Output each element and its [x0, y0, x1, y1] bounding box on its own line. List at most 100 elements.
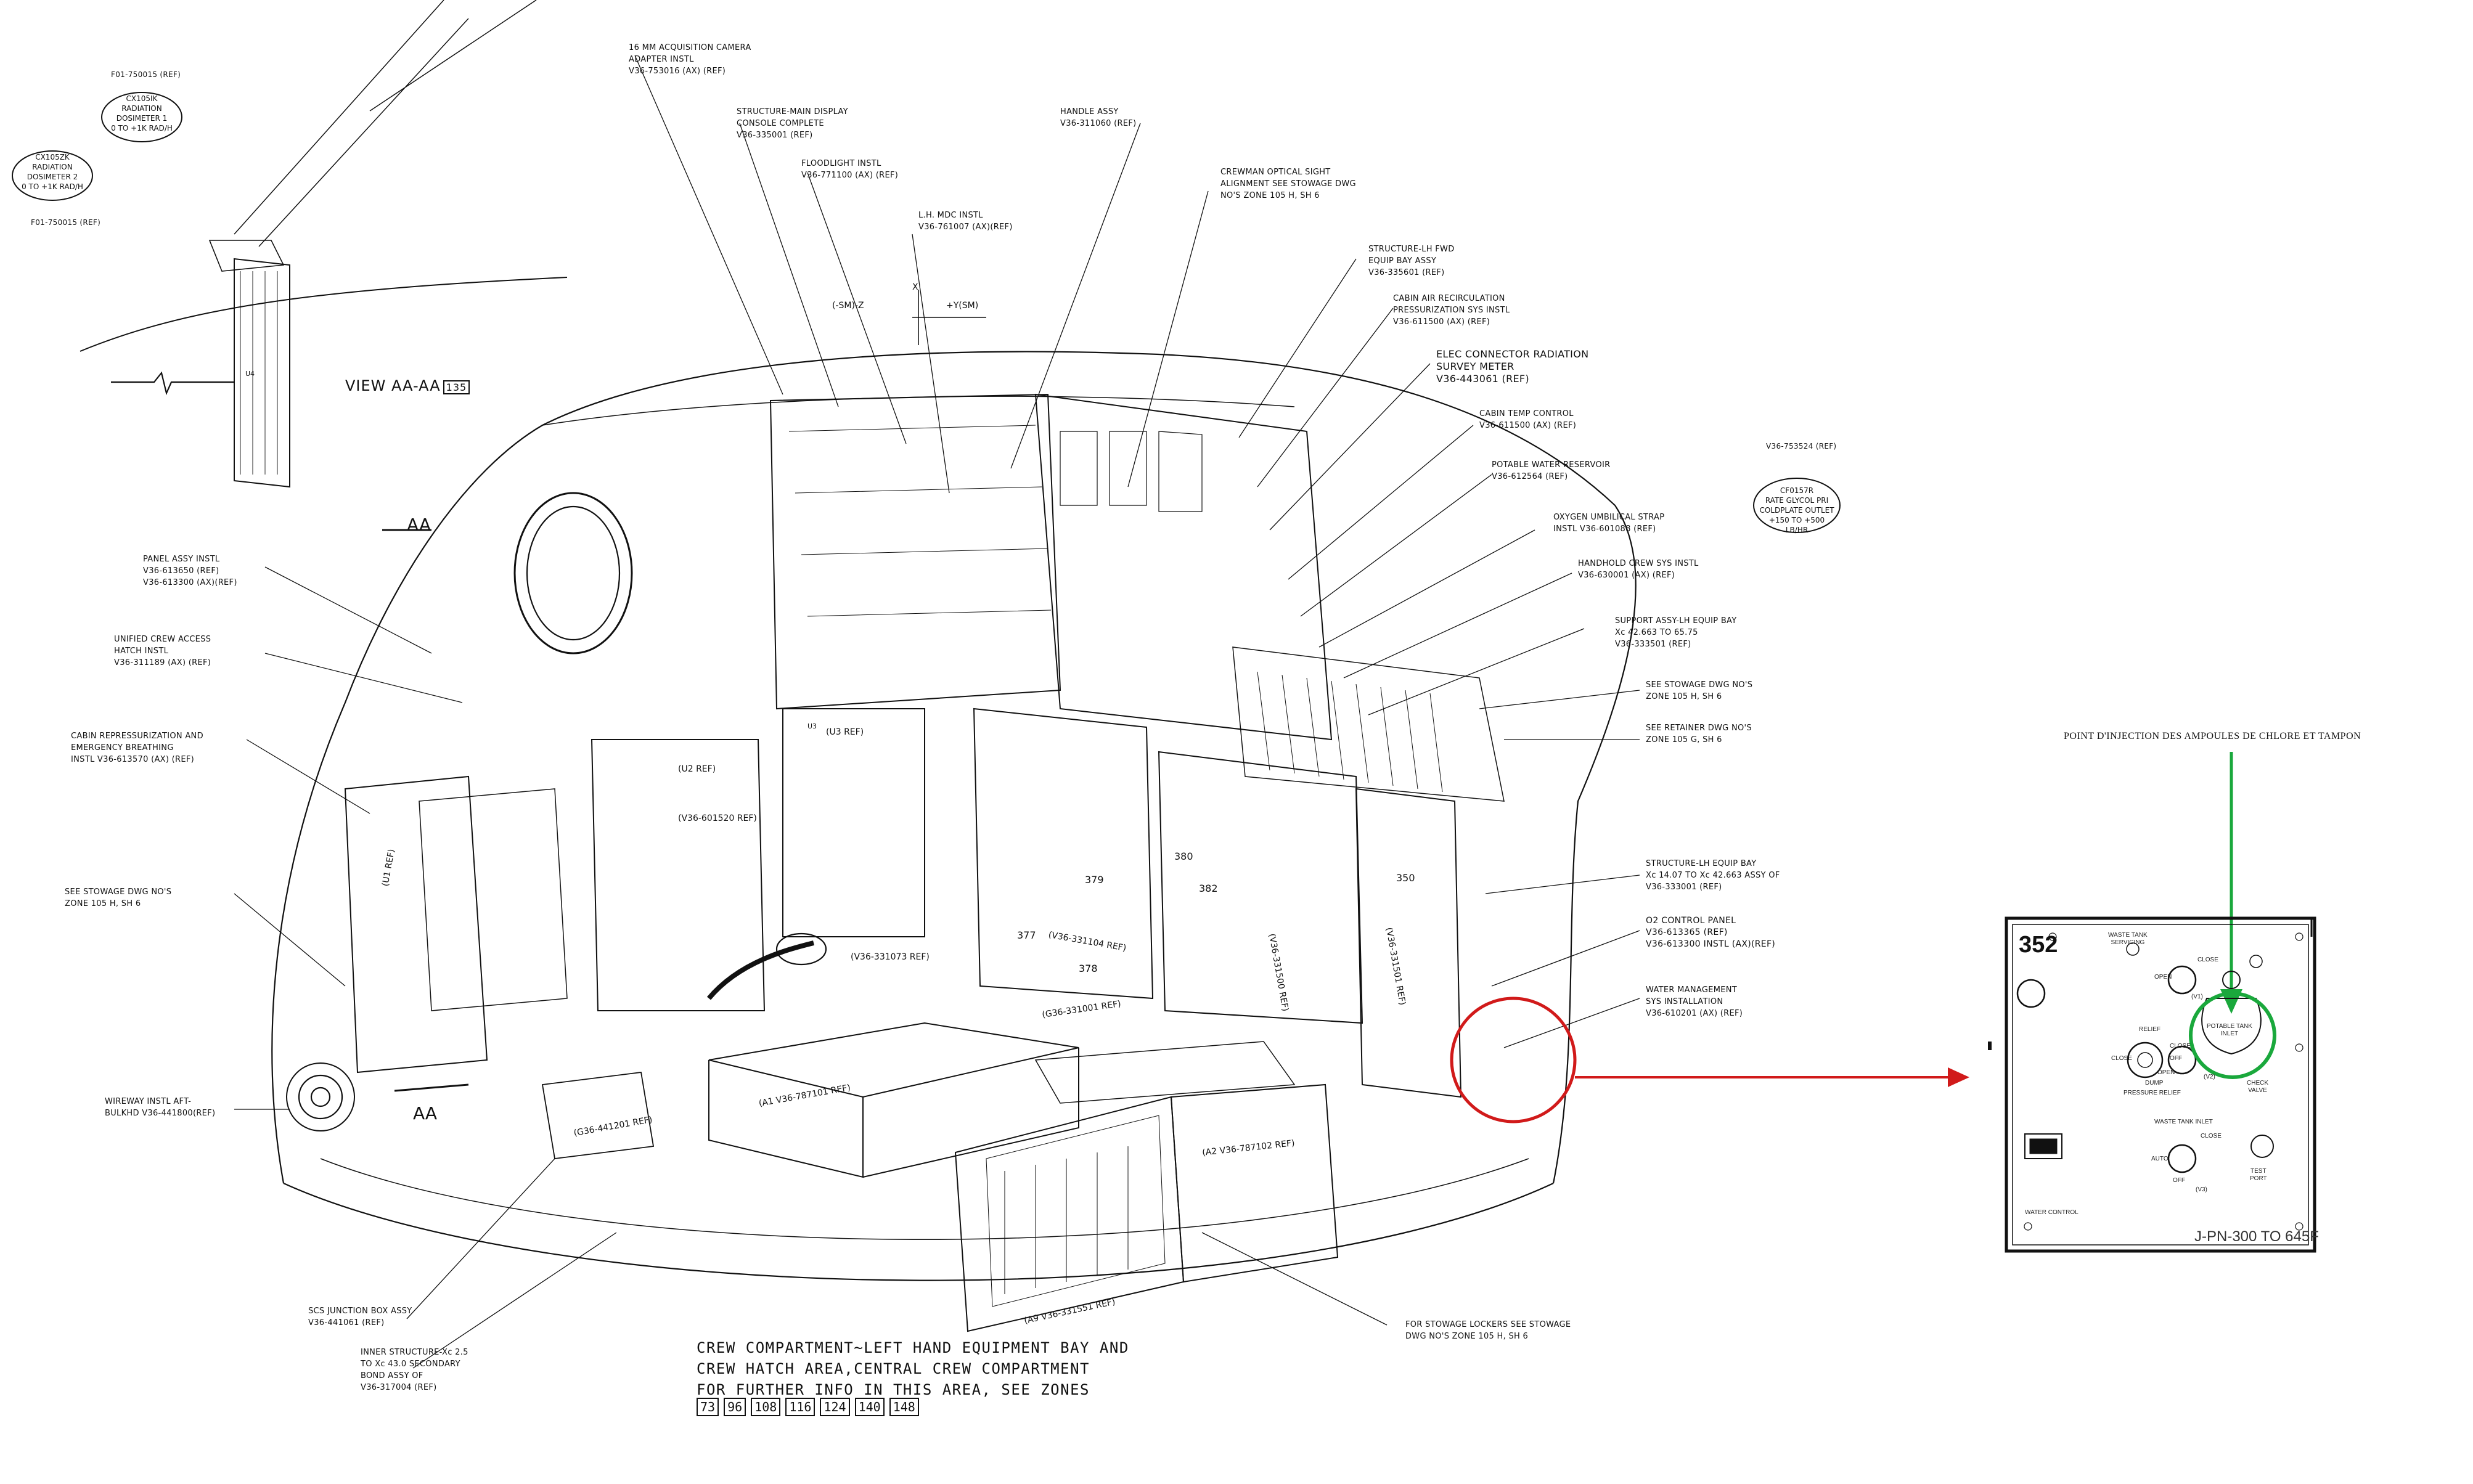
- locker-4: [1355, 788, 1462, 1098]
- panel-potable-tank-inlet: POTABLE TANK INLET: [2207, 1023, 2252, 1037]
- view-aa-section: [80, 277, 568, 352]
- section-marker: AA: [407, 515, 431, 535]
- panel-pressure-relief: PRESSURE RELIEF: [2124, 1090, 2181, 1096]
- highlight-circle: [1450, 997, 1577, 1123]
- red-arrow-head: [1948, 1067, 1969, 1087]
- zone-box: 124: [820, 1398, 850, 1416]
- hatch-window: [513, 492, 633, 654]
- glycol-gauge-ref: V36-753524 (REF): [1766, 442, 1837, 450]
- axis-x: X: [912, 282, 918, 292]
- zone-list: 73 96 108 116 124 140 148: [697, 1398, 919, 1416]
- crew-couch-box-a1: [708, 1022, 1079, 1098]
- panel-v3: (V3): [2196, 1186, 2207, 1193]
- panel-off-2: OFF: [2173, 1177, 2185, 1184]
- tag-u3-ref: (U3 REF): [826, 727, 864, 737]
- label-wireway: WIREWAY INSTL AFT-BULKHD V36-441800(REF): [105, 1097, 216, 1118]
- panel-test-port: TEST PORT: [2250, 1168, 2267, 1182]
- locker-2: [973, 707, 1154, 1000]
- crew-couch-box-a9: [954, 1096, 1185, 1332]
- tag-379: 379: [1085, 874, 1104, 886]
- panel-number: 352: [2019, 932, 2058, 958]
- panel-check-valve: CHECK VALVE: [2247, 1080, 2269, 1094]
- panel-relief: RELIEF: [2139, 1026, 2161, 1033]
- tag-382: 382: [1199, 883, 1218, 894]
- zone-box: 140: [854, 1398, 885, 1416]
- panel-auto: AUTO: [2151, 1156, 2168, 1162]
- panel-off-1: OFF: [2170, 1055, 2182, 1062]
- main-display-console: [769, 393, 1061, 710]
- zone-box: 73: [697, 1398, 719, 1416]
- dosimeter-1-ref: F01-750015 (REF): [111, 70, 181, 79]
- tag-350: 350: [1396, 872, 1415, 884]
- capsule-base: [283, 1182, 1554, 1281]
- tag-u3: U3: [807, 722, 817, 730]
- u4-tag: U4: [245, 370, 255, 378]
- injection-point-note: POINT D'INJECTION DES AMPOULES DE CHLORE…: [2064, 731, 2361, 741]
- zone-box: 108: [751, 1398, 781, 1416]
- panel-waste-tank-inlet: WASTE TANK INLET: [2154, 1119, 2213, 1125]
- tag-378: 378: [1079, 963, 1098, 974]
- panel-open-2: OPEN: [2157, 1069, 2175, 1076]
- tag-u2-ref: (U2 REF): [678, 764, 716, 774]
- panel-v1: (V1): [2191, 993, 2203, 1000]
- panel-close-3: CLOSE: [2170, 1043, 2191, 1050]
- injection-point-circle: [2189, 992, 2276, 1079]
- section-marker-lower: AA: [413, 1103, 438, 1123]
- zone-box: 96: [724, 1398, 746, 1416]
- panel-water-control: WATER CONTROL: [2025, 1209, 2079, 1216]
- panel-v2: (V2): [2204, 1074, 2215, 1080]
- tag-v36-601520: (V36-601520 REF): [678, 813, 757, 823]
- part-number: J-PN-300 TO 645F: [2194, 1228, 2319, 1245]
- locker-3: [1158, 751, 1363, 1024]
- crew-couch-box-a2: [1170, 1083, 1339, 1283]
- panel-dump: DUMP: [2145, 1080, 2164, 1086]
- panel-open-1: OPEN: [2154, 974, 2172, 980]
- tag-v36-331073: (V36-331073 REF): [851, 952, 930, 962]
- equip-bay-lockers: [782, 708, 925, 937]
- axis-z: (-SM)-Z: [832, 301, 864, 311]
- axis-y: +Y(SM): [946, 301, 979, 311]
- capsule-hull: [271, 351, 1637, 1184]
- tag-377: 377: [1017, 929, 1036, 941]
- panel-close-4: CLOSE: [2201, 1133, 2222, 1140]
- panel-waste-tank-servicing: WASTE TANK SERVICING: [2108, 932, 2148, 946]
- tag-380: 380: [1174, 850, 1193, 862]
- panel-352: [2005, 916, 2316, 1253]
- dosimeter-2-ref: F01-750015 (REF): [31, 218, 101, 227]
- forward-equip-bay: [1034, 393, 1333, 741]
- drawing-caption: CREW COMPARTMENT~LEFT HAND EQUIPMENT BAY…: [697, 1339, 1129, 1398]
- panel-close-1: CLOSE: [2197, 956, 2218, 963]
